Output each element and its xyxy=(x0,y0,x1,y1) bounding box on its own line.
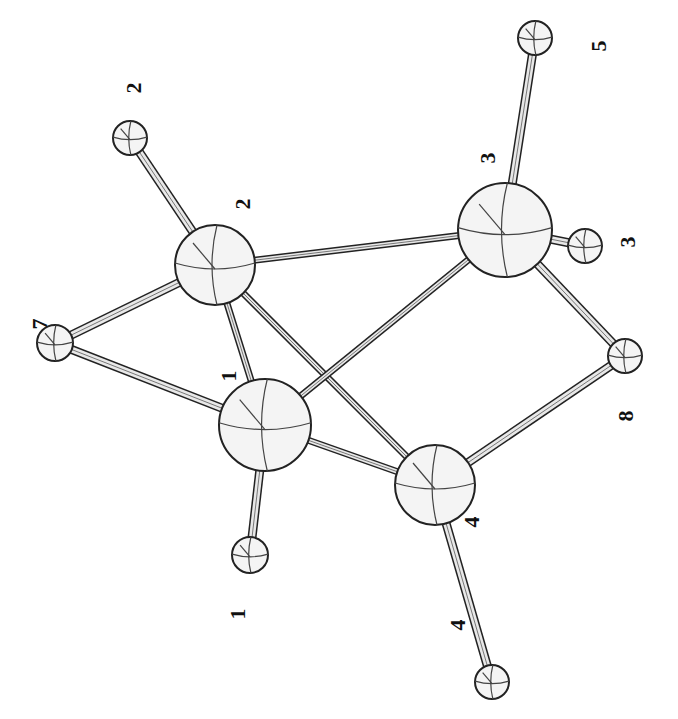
principal-ellipse xyxy=(458,228,552,235)
atom-sphere xyxy=(232,537,268,573)
atom-number: 3 xyxy=(617,237,639,248)
principal-axis xyxy=(483,673,492,684)
atom-number: 8 xyxy=(615,411,637,422)
principal-axis xyxy=(479,204,505,235)
atom-sphere xyxy=(37,325,73,361)
atom-sphere xyxy=(568,229,602,263)
atom-number: 2 xyxy=(232,199,254,210)
principal-ellipse xyxy=(432,445,437,525)
principal-axis xyxy=(576,237,585,248)
atom-sphere xyxy=(608,339,642,373)
principal-axis xyxy=(413,463,435,489)
atom-number: 5 xyxy=(588,41,610,52)
atom-sphere xyxy=(219,379,311,471)
atom-number: 1 xyxy=(218,371,240,382)
atom-number: 1 xyxy=(227,609,249,620)
principal-axis xyxy=(526,29,535,40)
atom-sphere xyxy=(175,225,255,305)
principal-axis xyxy=(121,129,130,140)
atom-sphere xyxy=(475,665,509,699)
atom-number: 3 xyxy=(477,153,499,164)
atom-number: 2 xyxy=(123,83,145,94)
principal-ellipse xyxy=(219,423,311,430)
principal-axis xyxy=(616,347,625,358)
atom-sphere xyxy=(518,21,552,55)
atom-sphere xyxy=(458,183,552,277)
atom-number: 7 xyxy=(29,319,51,330)
atom-number: 4 xyxy=(447,620,469,631)
atom-sphere xyxy=(395,445,475,525)
principal-axis xyxy=(240,545,250,557)
principal-ellipse xyxy=(212,225,217,305)
principal-ellipse xyxy=(501,183,507,277)
atom-sphere xyxy=(113,121,147,155)
principal-axis xyxy=(240,400,265,430)
principal-axis xyxy=(45,333,55,345)
principal-axis xyxy=(193,243,215,269)
atom-number: 4 xyxy=(461,517,483,528)
principal-ellipse xyxy=(262,379,268,471)
